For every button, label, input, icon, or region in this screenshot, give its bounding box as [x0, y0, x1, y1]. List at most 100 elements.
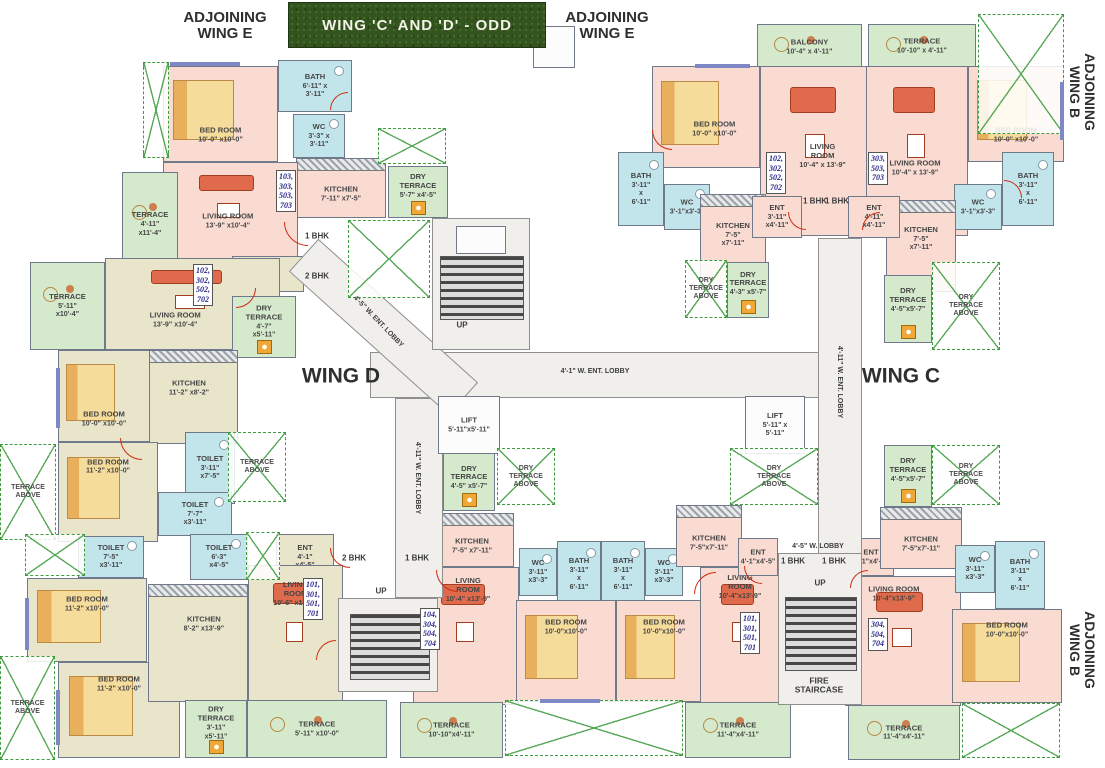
units-d101: 101,301,501,701: [303, 578, 323, 621]
xbox-d103: [378, 128, 446, 164]
xbox-terrace-above-2-label: TERRACE ABOVE: [11, 483, 45, 499]
xbox-bottom-right: [962, 703, 1060, 758]
up-bottom-stair: UP: [375, 586, 387, 596]
xbox-dry-above-4-label: DRY TERRACE ABOVE: [949, 293, 983, 318]
lobby-ent-horizontal: 4'-1" W. ENT. LOBBY: [560, 368, 630, 376]
bhk-c101: 1 BHK: [780, 556, 806, 566]
units-c104: 104,304,504,704: [420, 608, 440, 651]
xbox-topleft: [143, 62, 169, 158]
treads-top: [440, 256, 524, 320]
xbox-dry-above-5: DRY TERRACE ABOVE: [932, 445, 1000, 505]
xbox-dry-above-3: DRY TERRACE ABOVE: [685, 260, 727, 318]
window-strip-0: [170, 62, 240, 66]
window-strip-6: [540, 699, 600, 703]
bhk-c102: 1 BHK: [802, 196, 828, 206]
plan-title: WING 'C' AND 'D' - ODD: [322, 16, 512, 34]
adjoining-wing-b-bottom: ADJOINING WING B: [1067, 611, 1099, 689]
up-fire-stair: UP: [814, 578, 826, 588]
units-c102: 102,302,502,702: [766, 152, 786, 195]
xbox-dry-above-3-label: DRY TERRACE ABOVE: [689, 276, 723, 301]
xbox-lobby: [348, 220, 430, 298]
fire-staircase-label: FIRE STAIRCASE: [794, 675, 844, 695]
bhk-d103: 1 BHK: [304, 231, 330, 241]
adjoining-wing-e-left: ADJOINING WING E: [183, 8, 267, 42]
bhk-c303: 1 BHK: [824, 196, 850, 206]
stair-landing: [456, 226, 506, 254]
xbox-terrace-above-3-label: TERRACE ABOVE: [10, 699, 45, 715]
xbox-dry-above-1-label: DRY TERRACE ABOVE: [509, 464, 543, 488]
wing-d-label: WING D: [301, 364, 381, 388]
treads-bottom: [350, 614, 430, 680]
wing-c-label: WING C: [861, 364, 941, 388]
xbox-dry-above-5-label: DRY TERRACE ABOVE: [949, 462, 983, 487]
xbox-terrace-above-1: TERRACE ABOVE: [228, 432, 286, 502]
window-strip-1: [56, 368, 60, 428]
window-strip-4: [695, 64, 750, 68]
xbox-terrace-above-3: TERRACE ABOVE: [0, 656, 55, 760]
xbox-terrace-above-2: TERRACE ABOVE: [0, 444, 56, 540]
units-c101: 101,301,501,701: [740, 612, 760, 655]
lobby-vertical-right: [818, 238, 862, 556]
up-top-stair: UP: [456, 320, 468, 330]
